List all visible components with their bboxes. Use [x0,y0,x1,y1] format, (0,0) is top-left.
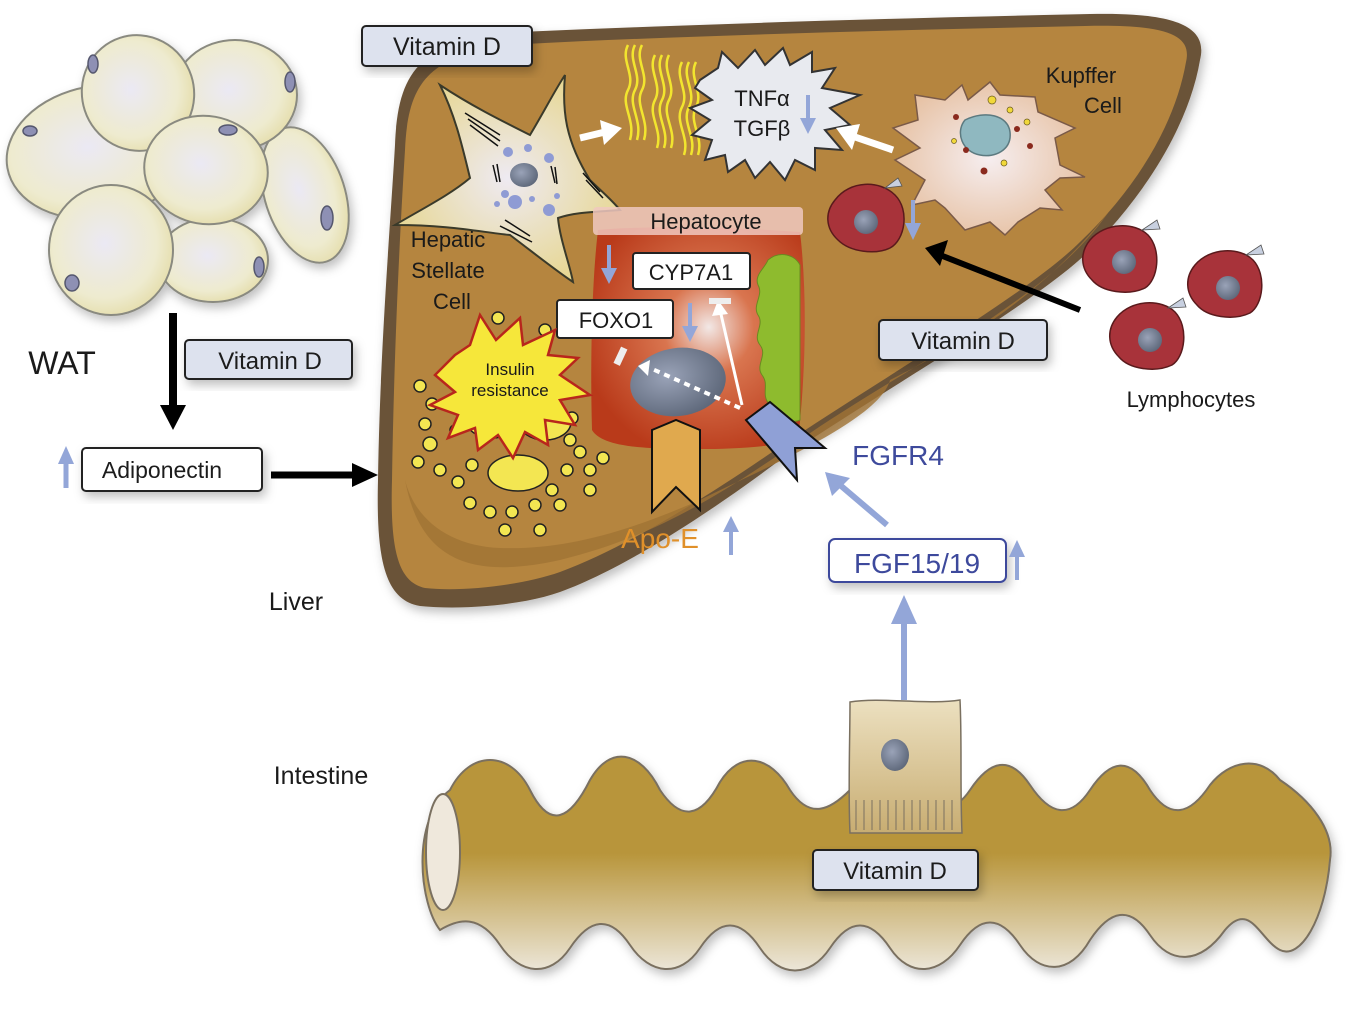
foxo1-down-arrow-icon [682,303,698,342]
down-arrow-icon [800,95,816,134]
vitamin-d-box-wat: Vitamin D [184,339,353,380]
collagen-fibers-icon [624,44,701,156]
vitamin-d-box-lymph: Vitamin D [878,319,1048,361]
fgfr4-label: FGFR4 [852,440,944,471]
adiponectin-up-arrow-icon [58,446,74,488]
stellate-activation-arrow [579,120,622,145]
svg-text:Stellate: Stellate [411,258,484,283]
intestine-to-fgf-arrow [891,595,917,700]
svg-text:Hepatic: Hepatic [411,227,486,252]
fgfr4-receptor [744,400,828,483]
vitamin-d-box-intestine: Vitamin D [812,849,979,891]
svg-text:CYP7A1: CYP7A1 [649,260,733,285]
kupffer-cell-label: Kupffer Cell [1046,63,1122,118]
foxo1-box: FOXO1 [556,299,674,339]
lymphocyte-group [1082,219,1265,370]
adiponectin-box: Adiponectin [81,447,263,492]
apo-e-up-arrow-icon [723,516,739,555]
tgf-beta-label: TGFβ [734,116,791,141]
svg-text:FOXO1: FOXO1 [579,308,654,333]
lymphocyte-recruitment-arrow [925,240,1082,313]
fgf-to-fgfr4-arrow [825,472,889,528]
hepatic-stellate-cell [391,74,622,285]
fgf15-19-box: FGF15/19 [828,538,1007,583]
vitamin-d-box-liver: Vitamin D [361,25,533,67]
svg-text:Insulin: Insulin [485,360,534,379]
enterocyte [848,699,963,834]
adipocyte-cluster [5,34,350,316]
svg-text:Cell: Cell [1084,93,1122,118]
cyp7a1-box: CYP7A1 [632,252,751,290]
stellate-cell-label: Hepatic Stellate Cell [411,227,486,314]
kupffer-cell [891,80,1086,237]
fgf15-19-up-arrow-icon [1009,540,1025,580]
kupffer-activation-arrow [836,124,895,154]
adiponectin-to-liver-arrow [271,463,378,487]
wat-to-adiponectin-arrow [160,313,186,430]
cytokine-burst: TNFα TGFβ [687,46,864,182]
lymphocytes-label: Lymphocytes [1127,387,1256,412]
svg-text:Adiponectin: Adiponectin [102,457,222,483]
fgfr4-inhibit-cyp7a1 [709,298,744,406]
apo-e-receptor [651,418,701,515]
apo-e-label: Apo-E [621,523,699,554]
svg-text:Vitamin D: Vitamin D [843,858,947,885]
lymphocyte-infiltration-down-arrow-icon [905,200,921,240]
liver-label: Liver [269,588,323,616]
hepatocyte-label: Hepatocyte [650,209,761,234]
tnf-alpha-label: TNFα [734,86,790,111]
svg-text:Kupffer: Kupffer [1046,63,1117,88]
svg-text:Cell: Cell [433,289,471,314]
insulin-resistance-burst: Insulin resistance [426,312,594,461]
svg-text:FGF15/19: FGF15/19 [854,548,980,579]
intestine-label: Intestine [274,762,369,790]
hepatocyte-label-bg [593,207,803,235]
vitamin-d-label: Vitamin D [393,33,501,61]
cyp7a1-down-arrow-icon [601,245,617,284]
lymphocyte-in-liver [827,177,905,253]
wat-label: WAT [28,345,96,381]
svg-text:Vitamin D: Vitamin D [911,328,1015,355]
fgfr4-inhibit-foxo1 [613,346,741,410]
svg-text:Vitamin D: Vitamin D [218,348,322,375]
svg-text:resistance: resistance [471,381,548,400]
